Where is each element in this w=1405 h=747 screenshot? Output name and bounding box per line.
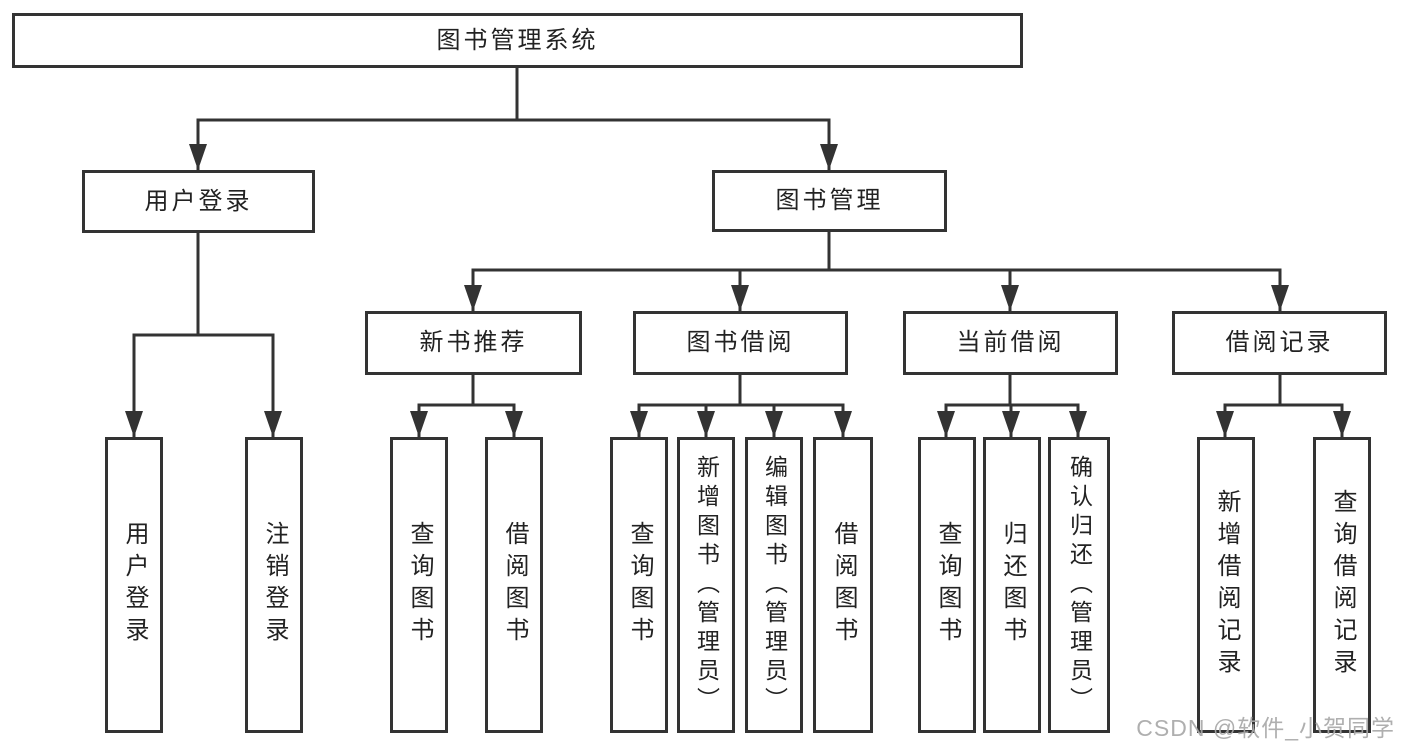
- leaf-borrow-books-borrowing: 借阅图书: [813, 437, 873, 733]
- leaf-borrow-books-recommend-label: 借阅图书: [501, 521, 528, 649]
- node-root: 图书管理系统: [12, 13, 1023, 68]
- node-user-login-label: 用户登录: [144, 187, 253, 215]
- leaf-confirm-return-admin-label: 确认归还（管理员）: [1066, 454, 1093, 716]
- node-book-borrowing: 图书借阅: [633, 311, 848, 375]
- leaf-add-borrow-record-label: 新增借阅记录: [1213, 489, 1240, 681]
- watermark-text: CSDN @软件_小贺同学: [1136, 715, 1395, 741]
- node-book-management: 图书管理: [712, 170, 947, 232]
- leaf-query-books-borrowing-label: 查询图书: [626, 521, 653, 649]
- leaf-logout-label: 注销登录: [261, 521, 288, 649]
- leaf-return-books: 归还图书: [983, 437, 1041, 733]
- leaf-add-borrow-record: 新增借阅记录: [1197, 437, 1255, 733]
- leaf-query-books-recommend-label: 查询图书: [406, 521, 433, 649]
- node-current-borrowing-label: 当前借阅: [956, 329, 1065, 356]
- leaf-query-borrow-record-label: 查询借阅记录: [1329, 489, 1356, 681]
- node-borrowing-records: 借阅记录: [1172, 311, 1387, 375]
- node-current-borrowing: 当前借阅: [903, 311, 1118, 375]
- leaf-query-borrow-record: 查询借阅记录: [1313, 437, 1371, 733]
- leaf-user-login: 用户登录: [105, 437, 163, 733]
- leaf-edit-book-admin: 编辑图书（管理员）: [745, 437, 803, 733]
- leaf-user-login-label: 用户登录: [121, 521, 148, 649]
- node-book-management-label: 图书管理: [775, 187, 884, 214]
- node-new-book-recommend: 新书推荐: [365, 311, 582, 375]
- leaf-borrow-books-recommend: 借阅图书: [485, 437, 543, 733]
- leaf-borrow-books-borrowing-label: 借阅图书: [830, 521, 857, 649]
- leaf-query-books-current-label: 查询图书: [934, 521, 961, 649]
- leaf-query-books-current: 查询图书: [918, 437, 976, 733]
- node-new-book-recommend-label: 新书推荐: [419, 329, 528, 356]
- leaf-return-books-label: 归还图书: [999, 521, 1026, 649]
- leaf-logout: 注销登录: [245, 437, 303, 733]
- leaf-add-book-admin: 新增图书（管理员）: [677, 437, 735, 733]
- leaf-add-book-admin-label: 新增图书（管理员）: [693, 454, 720, 716]
- leaf-edit-book-admin-label: 编辑图书（管理员）: [761, 454, 788, 716]
- leaf-confirm-return-admin: 确认归还（管理员）: [1048, 437, 1110, 733]
- node-borrowing-records-label: 借阅记录: [1225, 329, 1334, 356]
- node-book-borrowing-label: 图书借阅: [686, 329, 795, 356]
- node-root-label: 图书管理系统: [436, 26, 599, 54]
- node-user-login: 用户登录: [82, 170, 315, 233]
- leaf-query-books-borrowing: 查询图书: [610, 437, 668, 733]
- leaf-query-books-recommend: 查询图书: [390, 437, 448, 733]
